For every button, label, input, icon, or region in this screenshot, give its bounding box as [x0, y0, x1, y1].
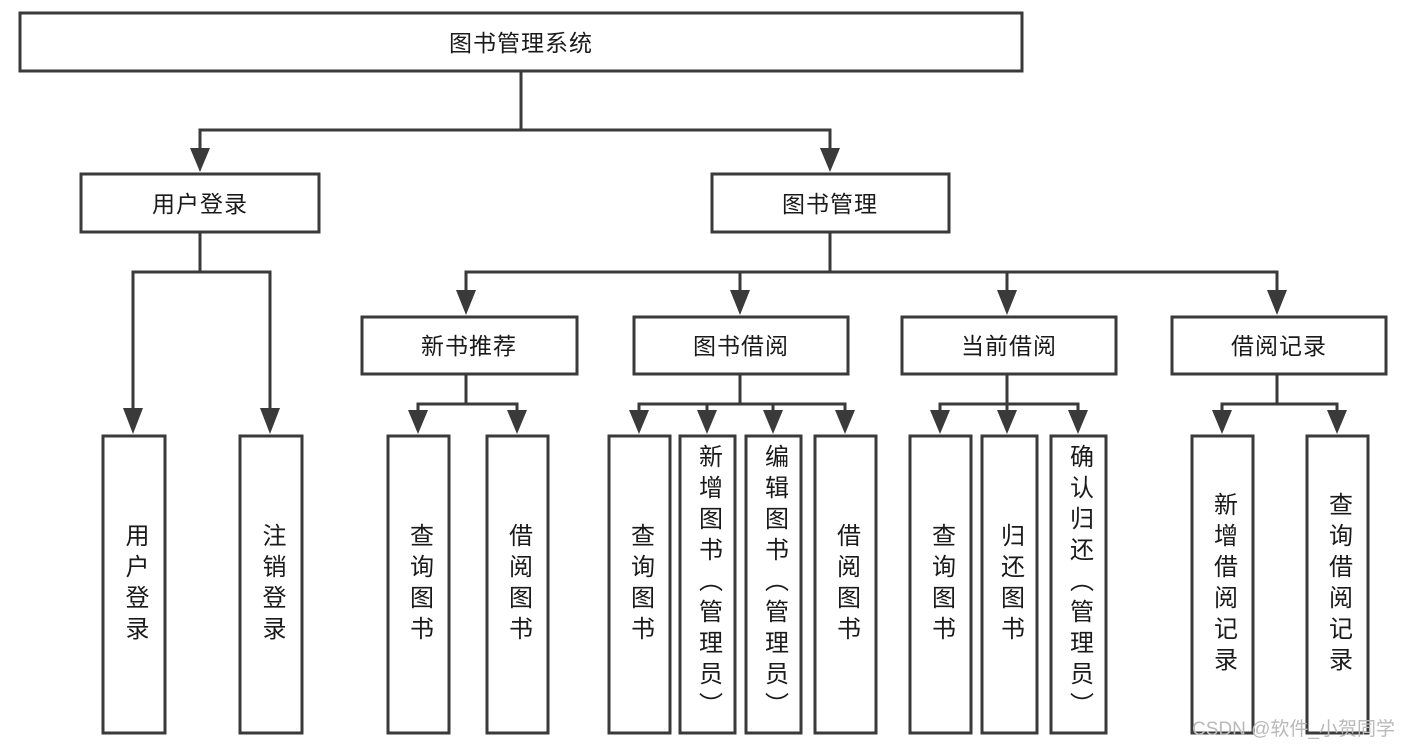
node-new-book-recommend-label: 新书推荐 — [421, 333, 517, 359]
leaf-borrow-book-2[interactable] — [813, 434, 878, 735]
arrow-icon-leaf-confirm-return — [1068, 410, 1088, 434]
leaf-query-book-2[interactable] — [607, 434, 672, 735]
node-book-borrow[interactable]: 图书借阅 — [632, 315, 850, 376]
arrow-icon-book-borrow — [730, 290, 750, 315]
leaf-add-record[interactable] — [1190, 434, 1255, 735]
leaf-query-book-3-box[interactable] — [908, 434, 973, 735]
connector-group-book-borrow — [629, 372, 855, 434]
node-root-box[interactable] — [18, 11, 1024, 73]
arrow-icon-leaf-borrow-book-1 — [507, 410, 527, 434]
node-user-login-box[interactable] — [79, 172, 321, 234]
node-book-manage[interactable]: 图书管理 — [710, 172, 951, 234]
node-root-label: 图书管理系统 — [449, 30, 593, 56]
node-user-login[interactable]: 用户登录 — [79, 172, 321, 234]
leaf-add-book-box[interactable] — [678, 434, 737, 735]
leaf-user-logout-box[interactable] — [238, 434, 304, 735]
arrow-icon-leaf-query-book-2 — [629, 410, 649, 434]
node-book-borrow-label: 图书借阅 — [693, 333, 789, 359]
arrow-icon-leaf-user-login — [123, 408, 143, 434]
node-borrow-record-box[interactable] — [1170, 315, 1388, 376]
leaf-query-book-1-box[interactable] — [386, 434, 451, 735]
node-new-book-recommend[interactable]: 新书推荐 — [360, 315, 579, 376]
node-current-borrow-box[interactable] — [900, 315, 1118, 376]
arrow-icon-leaf-return-book — [997, 410, 1017, 434]
arrow-icon-user-login — [190, 148, 210, 172]
node-new-book-recommend-box[interactable] — [360, 315, 579, 376]
connector-group-root — [190, 69, 840, 172]
arrow-icon-leaf-edit-book — [763, 410, 783, 434]
leaf-borrow-book-1[interactable] — [485, 434, 550, 735]
watermark: CSDN @软件_小贺同学 — [1192, 719, 1395, 740]
leaf-add-book[interactable] — [678, 434, 737, 735]
leaf-query-record-box[interactable] — [1305, 434, 1370, 735]
node-current-borrow[interactable]: 当前借阅 — [900, 315, 1118, 376]
leaf-query-book-3[interactable] — [908, 434, 973, 735]
connector-group-current-borrow — [930, 372, 1088, 434]
leaf-borrow-book-1-box[interactable] — [485, 434, 550, 735]
leaf-edit-book[interactable] — [744, 434, 803, 735]
node-book-borrow-box[interactable] — [632, 315, 850, 376]
arrow-icon-leaf-query-book-1 — [408, 410, 428, 434]
connector-group-new-book-recommend — [408, 372, 527, 434]
leaf-query-book-1[interactable] — [386, 434, 451, 735]
leaf-user-login[interactable] — [101, 434, 167, 735]
node-book-manage-box[interactable] — [710, 172, 951, 234]
arrow-icon-leaf-user-logout — [260, 408, 280, 434]
leaf-user-login-box[interactable] — [101, 434, 167, 735]
arrow-icon-leaf-query-record — [1327, 410, 1347, 434]
node-root[interactable]: 图书管理系统 — [18, 11, 1024, 73]
arrow-icon-borrow-record — [1267, 290, 1287, 315]
leaf-return-book[interactable] — [980, 434, 1039, 735]
node-current-borrow-label: 当前借阅 — [961, 333, 1057, 359]
leaf-query-book-2-box[interactable] — [607, 434, 672, 735]
leaf-confirm-return-box[interactable] — [1049, 434, 1108, 735]
leaf-return-book-box[interactable] — [980, 434, 1039, 735]
node-borrow-record-label: 借阅记录 — [1231, 333, 1327, 359]
arrow-icon-leaf-query-book-3 — [930, 410, 950, 434]
arrow-icon-new-book-recommend — [456, 290, 476, 315]
leaf-borrow-book-2-box[interactable] — [813, 434, 878, 735]
connector-group-borrow-record — [1212, 372, 1347, 434]
arrow-icon-leaf-add-book — [697, 410, 717, 434]
node-borrow-record[interactable]: 借阅记录 — [1170, 315, 1388, 376]
node-book-manage-label: 图书管理 — [782, 191, 878, 217]
leaf-query-record[interactable] — [1305, 434, 1370, 735]
arrow-icon-leaf-add-record — [1212, 410, 1232, 434]
connector-group-user-login — [123, 230, 280, 434]
arrow-icon-leaf-borrow-book-2 — [835, 410, 855, 434]
leaf-add-record-box[interactable] — [1190, 434, 1255, 735]
arrow-icon-book-manage — [820, 148, 840, 172]
leaf-edit-book-box[interactable] — [744, 434, 803, 735]
node-user-login-label: 用户登录 — [152, 191, 248, 217]
connector-group-book-manage — [456, 230, 1287, 315]
arrow-icon-current-borrow — [997, 290, 1017, 315]
leaf-user-logout[interactable] — [238, 434, 304, 735]
leaf-confirm-return[interactable] — [1049, 434, 1108, 735]
